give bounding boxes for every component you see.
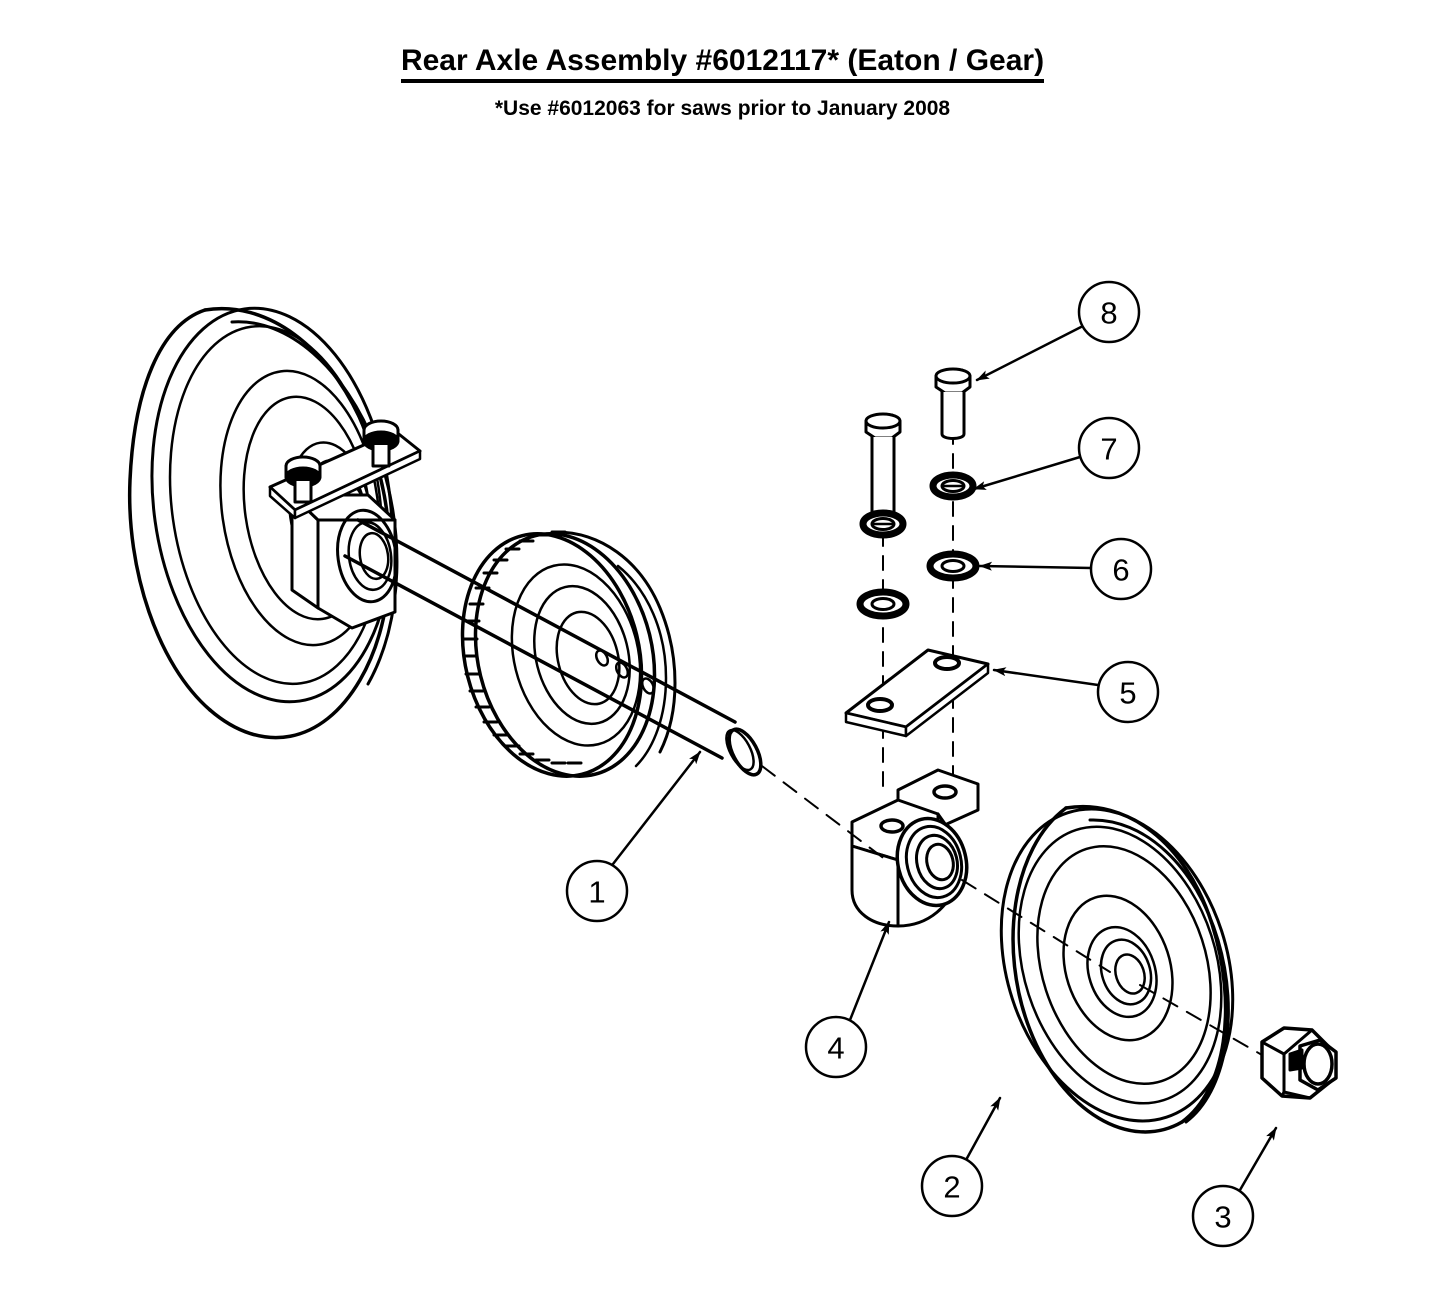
callout-6-label: 6 <box>1112 553 1129 588</box>
leader-7 <box>972 455 1082 491</box>
callout-6[interactable]: 6 <box>1089 537 1153 601</box>
callout-7-label: 7 <box>1100 432 1117 467</box>
leader-5 <box>992 667 1100 687</box>
callout-5[interactable]: 5 <box>1096 660 1160 724</box>
page-header: Rear Axle Assembly #6012117* (Eaton / Ge… <box>0 0 1445 120</box>
hardware-stack-left <box>856 412 910 791</box>
callout-3[interactable]: 3 <box>1191 1184 1255 1248</box>
callout-2[interactable]: 2 <box>920 1154 984 1218</box>
flat-washer-left <box>856 588 910 620</box>
leader-8 <box>975 325 1083 382</box>
pillow-block-bearing <box>850 768 980 928</box>
callout-7[interactable]: 7 <box>1077 416 1141 480</box>
leader-4 <box>848 920 891 1022</box>
lock-washer-left <box>859 509 907 539</box>
lock-washer-right <box>929 471 977 501</box>
left-bolt-far <box>362 419 400 468</box>
leader-6 <box>978 561 1093 571</box>
hex-bolt-left <box>864 412 902 519</box>
leader-1 <box>611 750 702 866</box>
flat-washer-right <box>926 550 980 582</box>
leader-3 <box>1238 1126 1278 1192</box>
callout-3-label: 3 <box>1214 1200 1231 1235</box>
callout-1-label: 1 <box>588 875 605 910</box>
left-pillow-block <box>290 493 398 630</box>
page-title: Rear Axle Assembly #6012117* (Eaton / Ge… <box>400 44 1045 83</box>
mounting-plate <box>844 648 990 738</box>
gear-teeth <box>460 530 677 778</box>
callout-2-label: 2 <box>943 1170 960 1205</box>
callout-1[interactable]: 1 <box>565 859 629 923</box>
hex-lock-nut <box>1260 1026 1338 1100</box>
callout-leaders <box>611 325 1278 1192</box>
callout-5-label: 5 <box>1119 676 1136 711</box>
callout-4-label: 4 <box>827 1031 844 1066</box>
callout-balloons: 1 2 3 4 5 6 7 <box>565 280 1255 1248</box>
page-subtitle: *Use #6012063 for saws prior to January … <box>494 97 951 120</box>
hex-bolt-right <box>934 367 972 440</box>
rear-wheel <box>999 804 1235 1134</box>
drive-gear <box>460 530 677 778</box>
leader-2 <box>964 1096 1002 1162</box>
left-bolt-near <box>284 455 322 504</box>
callout-8[interactable]: 8 <box>1077 280 1141 344</box>
callout-8-label: 8 <box>1100 296 1117 331</box>
hardware-stack-right <box>926 367 980 791</box>
page-title-wrapper: Rear Axle Assembly #6012117* (Eaton / Ge… <box>0 0 1445 83</box>
left-wheel-assembly <box>127 306 422 740</box>
callout-4[interactable]: 4 <box>804 1015 868 1079</box>
